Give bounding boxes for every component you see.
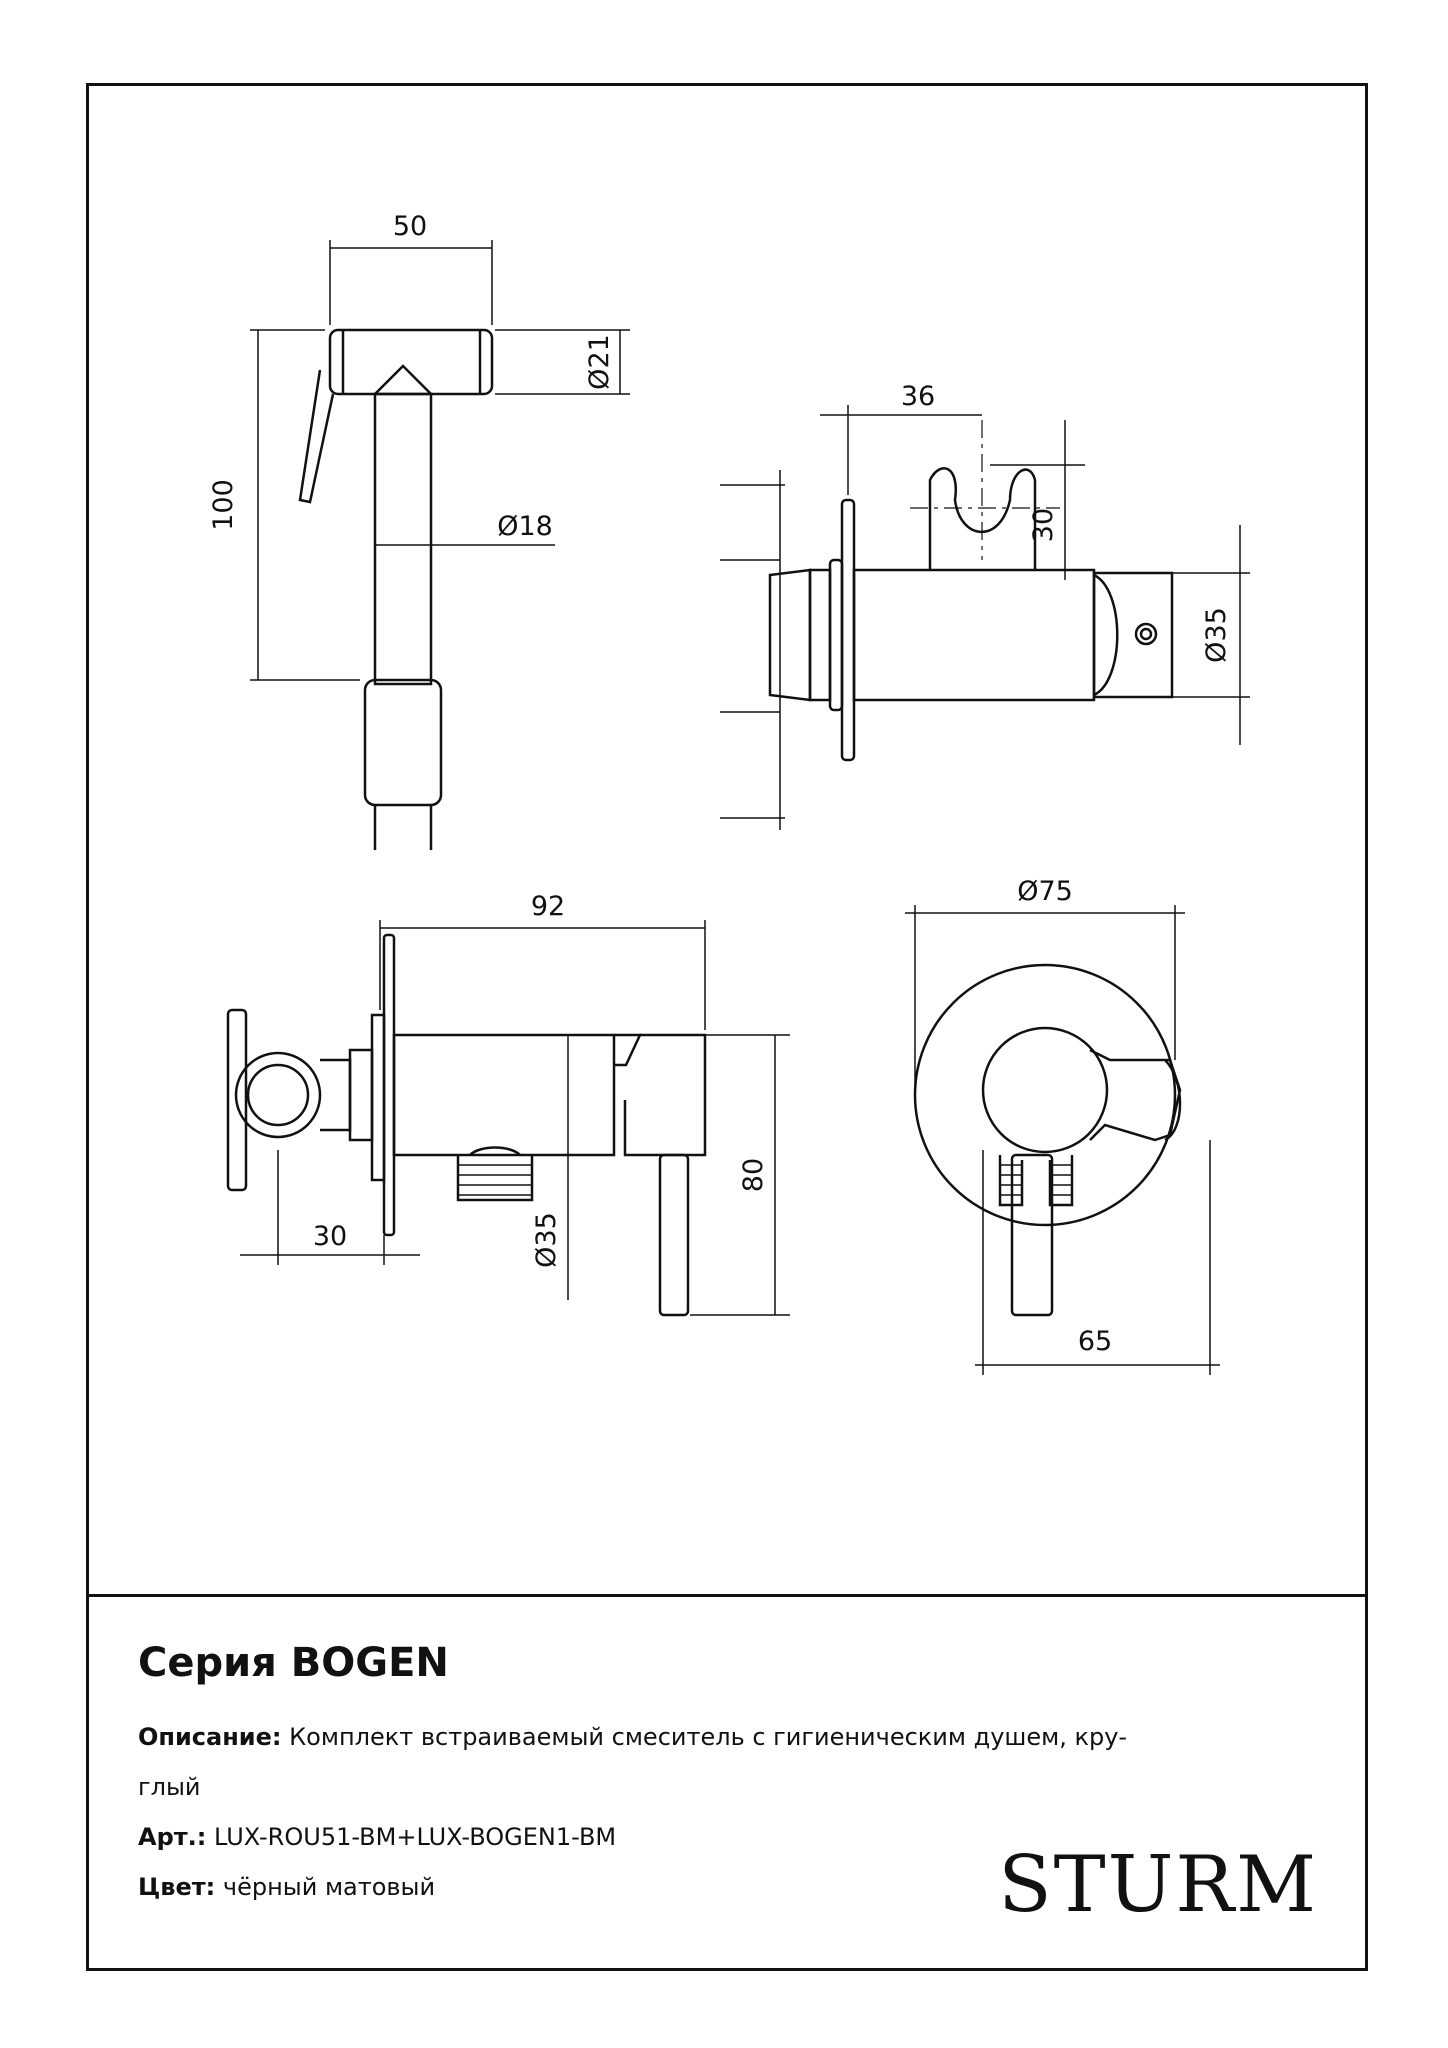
dim-d35-bottom: Ø35 <box>531 1212 562 1268</box>
dim-30-top: 30 <box>1028 508 1059 542</box>
article-value: LUX-ROU51-BM+LUX-BOGEN1-BM <box>214 1823 617 1851</box>
dim-65: 65 <box>1078 1326 1112 1357</box>
brand-logo: STURM <box>998 1840 1318 1930</box>
dim-50: 50 <box>393 211 427 242</box>
color-value: чёрный матовый <box>222 1873 436 1901</box>
product-info: Серия BOGEN Описание: Комплект встраивае… <box>138 1640 1288 1912</box>
dim-d18: Ø18 <box>497 511 553 542</box>
holder-side-view <box>720 405 1250 830</box>
series-title: Серия BOGEN <box>138 1640 449 1686</box>
frame-divider <box>86 1594 1368 1597</box>
description-line-1: Комплект встраиваемый смеситель с гигиен… <box>289 1723 1128 1751</box>
mixer-side-view <box>226 920 790 1317</box>
dim-92: 92 <box>531 891 565 922</box>
dim-100: 100 <box>208 479 239 531</box>
dim-36: 36 <box>901 381 935 412</box>
mixer-front-view <box>905 905 1220 1375</box>
shower-head-view <box>250 240 630 850</box>
dim-30-bottom: 30 <box>313 1221 347 1252</box>
dim-d21: Ø21 <box>584 334 615 390</box>
description-row: Описание: Комплект встраиваемый смесител… <box>138 1712 1288 1762</box>
color-row: Цвет: чёрный матовый <box>138 1862 1288 1912</box>
article-row: Арт.: LUX-ROU51-BM+LUX-BOGEN1-BM <box>138 1812 1288 1862</box>
dim-d35-top: Ø35 <box>1201 607 1232 663</box>
description-label: Описание: <box>138 1723 282 1751</box>
dim-80: 80 <box>738 1158 769 1192</box>
description-line-2: глый <box>138 1773 201 1801</box>
color-label: Цвет: <box>138 1873 216 1901</box>
technical-drawing: 50 Ø21 100 Ø18 36 30 Ø35 <box>208 211 1250 1375</box>
dim-d75: Ø75 <box>1017 876 1073 907</box>
drawing-frame <box>86 83 1368 1971</box>
article-label: Арт.: <box>138 1823 207 1851</box>
